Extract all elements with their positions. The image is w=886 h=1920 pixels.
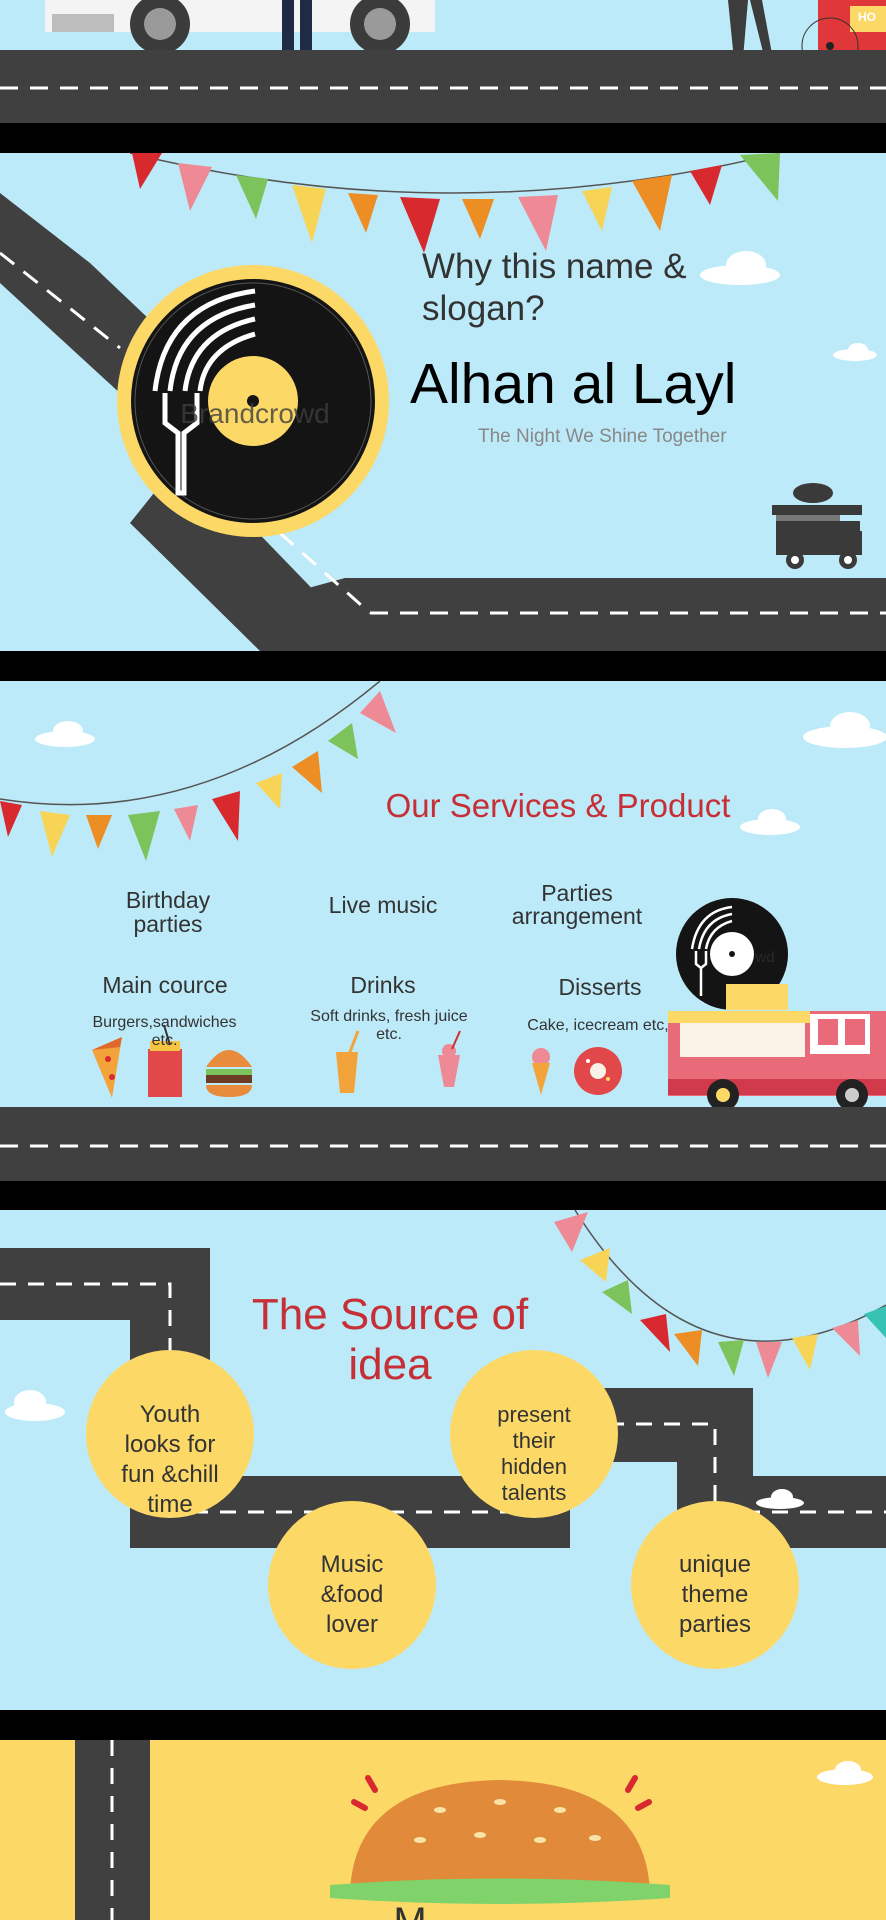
category-drinks: Drinks [350,972,416,998]
idea-circle-2 [268,1501,436,1669]
slide-2: Brandcrowd Why this name & slogan? Alhan… [0,153,886,651]
idea-text-youth: Youth looks for fun &chill time [121,1401,219,1518]
idea-circle-1 [86,1350,254,1518]
bunting-flags [132,153,780,253]
category-desserts: Disserts [558,974,642,1000]
pizza-icon [92,1037,122,1098]
truck-sign-label: HO [858,10,876,24]
food-truck-icon [772,483,862,569]
fries-icon [148,1024,182,1097]
service-parties: Parties arrangement [511,880,643,929]
idea-circle-3 [450,1350,618,1518]
bunting-flags [554,1212,886,1378]
partial-heading: M [380,1900,440,1920]
slide-5: M [0,1740,886,1920]
icecream-icon [532,1048,550,1095]
slide-3-scene [0,681,886,1181]
milkshake-icon [438,1030,461,1087]
source-title-line1: The Source of [251,1290,529,1339]
source-title-line2: idea [348,1340,432,1389]
slide-4-scene [0,1210,886,1669]
slide-1-scene [0,0,886,123]
logo-watermark: Brandcrowd [180,398,330,429]
bunting-flags [0,691,396,861]
pink-food-truck-icon [668,984,886,1111]
category-main-course: Main cource [102,972,228,998]
service-live-music: Live music [328,892,438,918]
slide-3: wd Our Services & Product Birthday parti… [0,681,886,1181]
record-watermark: wd [755,949,775,966]
service-birthday: Birthday parties [125,887,211,937]
category-desserts-desc: Cake, icecream etc, [527,1017,669,1034]
idea-text-music: Music &food lover [320,1551,384,1638]
slide-4: The Source of idea Youth looks for fun &… [0,1210,886,1710]
donut-icon [574,1047,622,1095]
juice-icon [336,1030,360,1093]
slide-2-scene [0,153,886,651]
brand-slogan: The Night We Shine Together [478,426,727,447]
category-main-course-desc: Burgers,sandwiches etc. [92,1014,237,1049]
burger-icon [206,1050,252,1097]
services-title: Our Services & Product [385,787,731,824]
slide-1: HO [0,0,886,123]
idea-circle-4 [631,1501,799,1669]
category-drinks-desc: Soft drinks, fresh juice etc. [310,1008,468,1043]
brand-title: Alhan al Layl [410,352,737,416]
burger-illustration [330,1775,670,1904]
question-heading: Why this name & slogan? [422,247,687,328]
slide-5-scene [75,1740,873,1920]
idea-text-talents: present their hidden talents [497,1402,571,1505]
idea-text-parties: unique theme parties [678,1551,752,1638]
